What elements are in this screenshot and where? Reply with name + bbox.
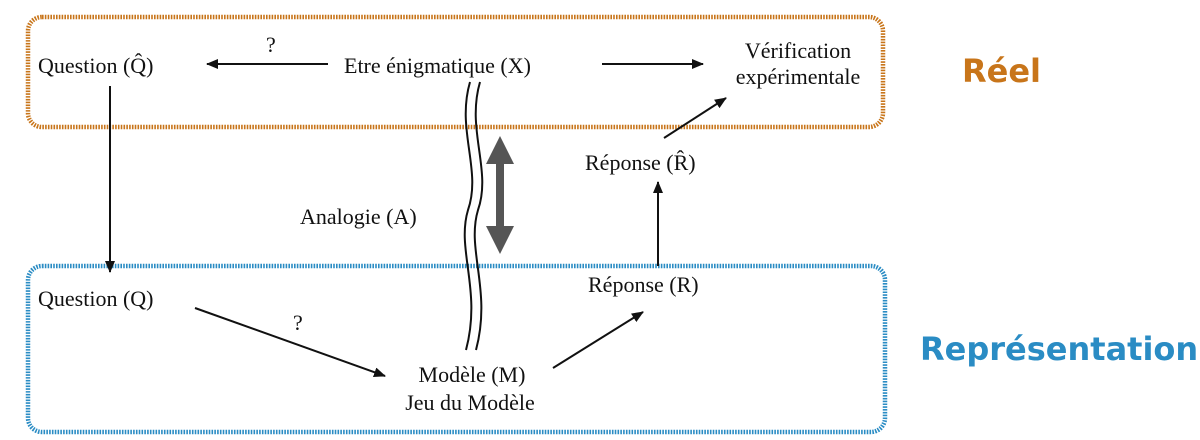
representation-zone-label: Représentation bbox=[920, 330, 1198, 368]
analogie-label: Analogie (A) bbox=[300, 204, 417, 229]
question-hat-node: Question (Q̂) bbox=[38, 53, 153, 78]
verification-node-line2: expérimentale bbox=[736, 64, 861, 89]
edge-reponse-hat-to-verification bbox=[663, 97, 727, 139]
edge-question-to-modele bbox=[194, 307, 386, 378]
unknown-bottom-label: ? bbox=[293, 310, 303, 335]
analogy-double-arrow bbox=[486, 136, 514, 254]
reel-zone-label: Réel bbox=[962, 52, 1041, 90]
edge-modele-to-reponse bbox=[552, 311, 644, 369]
reponse-node: Réponse (R) bbox=[588, 272, 699, 297]
analogy-separator bbox=[463, 81, 484, 351]
representation-frame bbox=[25, 263, 888, 435]
reponse-hat-node: Réponse (R̂) bbox=[585, 150, 696, 175]
etre-enigmatique-node: Etre énigmatique (X) bbox=[344, 53, 531, 78]
verification-node-line1: Vérification bbox=[745, 38, 851, 63]
question-node: Question (Q) bbox=[38, 286, 153, 311]
modele-node-line2: Jeu du Modèle bbox=[405, 390, 535, 415]
modele-node-line1: Modèle (M) bbox=[419, 362, 526, 387]
reel-frame bbox=[25, 14, 886, 130]
unknown-top-label: ? bbox=[266, 32, 276, 57]
